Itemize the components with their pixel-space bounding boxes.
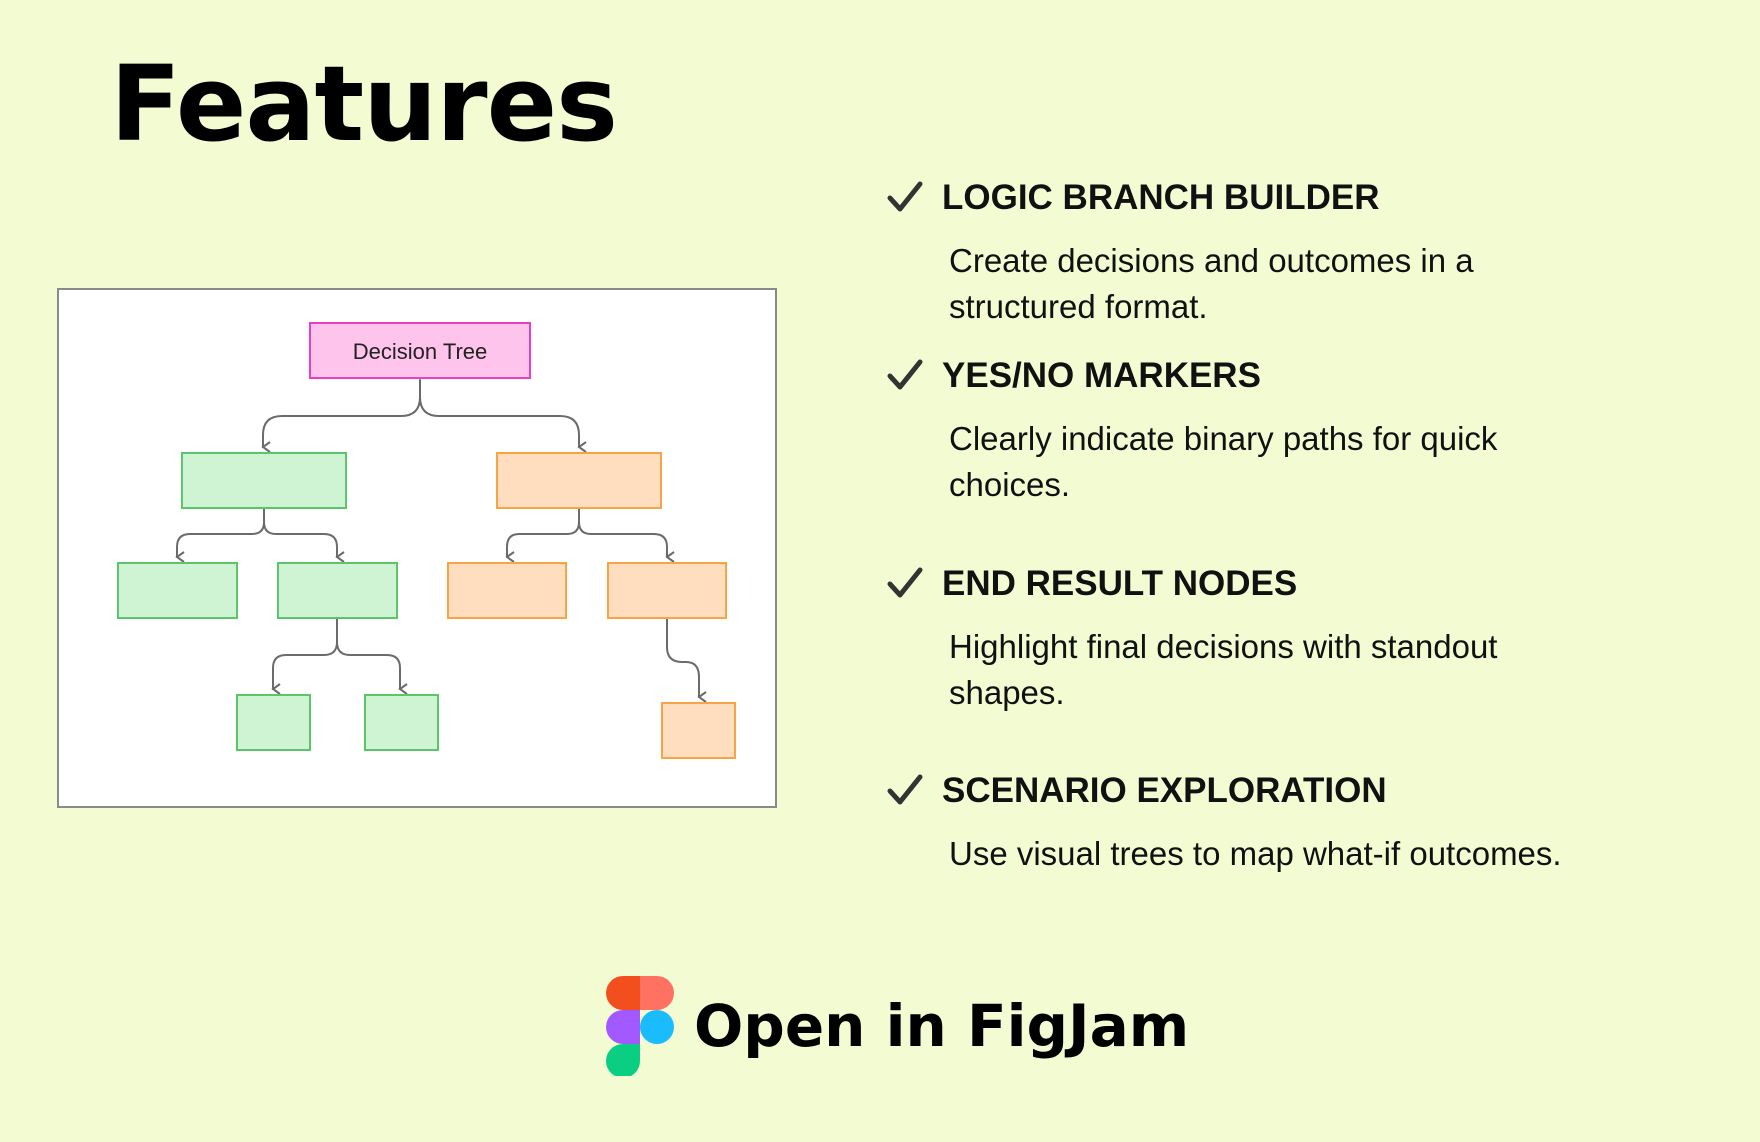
connector-greenmid-left bbox=[175, 507, 265, 563]
checkmark-icon bbox=[887, 567, 923, 598]
green-branch-node bbox=[181, 452, 347, 509]
connectors bbox=[175, 379, 707, 703]
connector-orangemid-right bbox=[578, 521, 675, 563]
connector-root-left bbox=[261, 379, 421, 453]
feature-title: SCENARIO EXPLORATION bbox=[942, 771, 1387, 810]
connector-orangemid-left bbox=[505, 507, 580, 563]
connector-green-leaf-right bbox=[336, 641, 408, 695]
connector-greenmid-right bbox=[263, 521, 345, 563]
connector-root-right bbox=[419, 396, 587, 453]
feature-description: Clearly indicate binary paths for quick … bbox=[949, 420, 1498, 503]
green-leaf-node-left bbox=[236, 694, 311, 751]
green-leaf-node-right bbox=[364, 694, 439, 751]
feature-item: SCENARIO EXPLORATION Use visual trees to… bbox=[886, 769, 1686, 877]
features-list: LOGIC BRANCH BUILDER Create decisions an… bbox=[886, 0, 1706, 1000]
feature-title: END RESULT NODES bbox=[942, 564, 1298, 603]
feature-description: Highlight final decisions with standout … bbox=[949, 628, 1498, 711]
feature-title: YES/NO MARKERS bbox=[942, 356, 1261, 395]
orange-leaf-node bbox=[661, 702, 736, 759]
figma-logo-icon bbox=[606, 976, 674, 1076]
green-child-node-left bbox=[117, 562, 238, 619]
feature-title: LOGIC BRANCH BUILDER bbox=[942, 178, 1380, 217]
connector-green-leaf-left bbox=[271, 618, 338, 695]
orange-child-node-left bbox=[447, 562, 567, 619]
open-in-figjam-button[interactable]: Open in FigJam bbox=[606, 976, 1189, 1076]
open-in-figjam-label: Open in FigJam bbox=[694, 992, 1190, 1060]
checkmark-icon bbox=[887, 774, 923, 805]
connector-orange-leaf bbox=[666, 618, 707, 703]
feature-item: YES/NO MARKERS Clearly indicate binary p… bbox=[886, 354, 1686, 508]
orange-child-node-right bbox=[607, 562, 727, 619]
decision-tree-root-node: Decision Tree bbox=[309, 322, 531, 379]
feature-description: Create decisions and outcomes in a struc… bbox=[949, 242, 1474, 325]
page-title: Features bbox=[110, 43, 618, 165]
feature-description: Use visual trees to map what-if outcomes… bbox=[949, 835, 1562, 872]
feature-item: LOGIC BRANCH BUILDER Create decisions an… bbox=[886, 176, 1686, 330]
checkmark-icon bbox=[887, 181, 923, 212]
feature-item: END RESULT NODES Highlight final decisio… bbox=[886, 562, 1686, 716]
green-child-node-right bbox=[277, 562, 398, 619]
root-node-label: Decision Tree bbox=[353, 339, 488, 364]
decision-tree-diagram: Decision Tree bbox=[57, 288, 777, 808]
orange-branch-node bbox=[496, 452, 662, 509]
checkmark-icon bbox=[887, 359, 923, 390]
